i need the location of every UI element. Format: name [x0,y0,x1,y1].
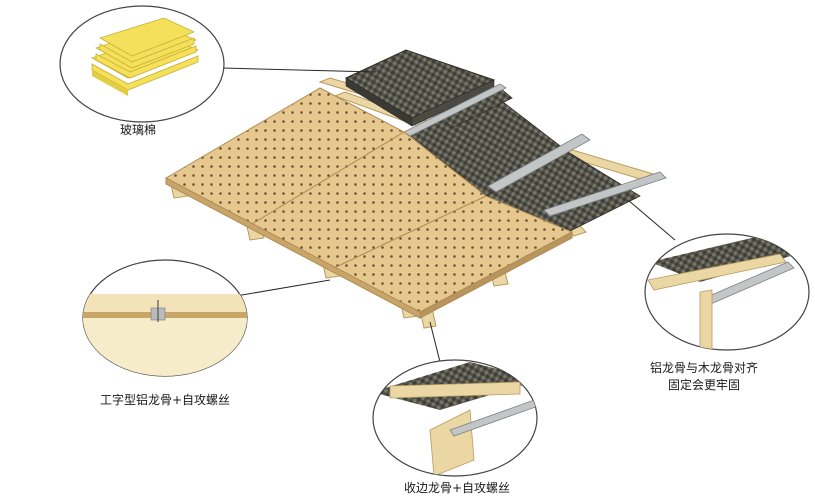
alignment-label-line2: 固定会更牢固 [668,378,741,392]
aluminum-keels [403,83,667,217]
perforated-panels [164,87,574,319]
glass-wool-icon [59,5,225,123]
keel-alignment-icon [644,233,810,351]
alignment-label-line1: 铝龙骨与木龙骨对齐 [650,361,759,375]
edge-keel-label: 收边龙骨+自攻螺丝 [404,481,511,495]
glass-wool-label: 玻璃棉 [120,123,157,137]
ceiling-assembly [164,49,667,329]
i-beam-joint-icon [82,259,248,377]
leader-lines [221,67,676,363]
edge-keel-icon [372,359,538,477]
i-beam-label: 工字型铝龙骨+自攻螺丝 [100,393,231,407]
